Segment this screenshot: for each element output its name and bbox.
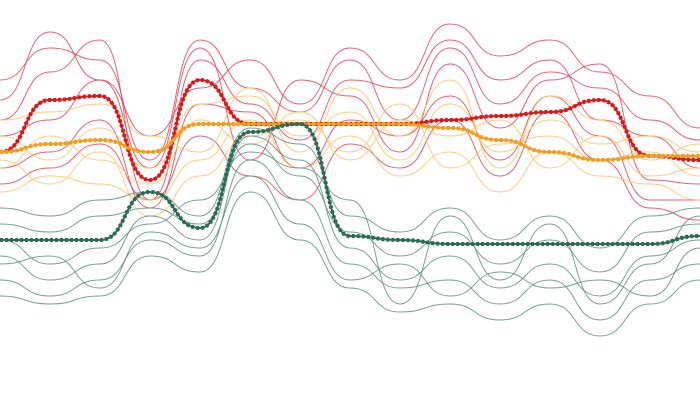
thin-lines-layer xyxy=(0,23,700,337)
orange-series-line-5 xyxy=(0,103,700,217)
orange-series-line-4 xyxy=(0,119,700,201)
red-highlight-dashes xyxy=(0,77,700,183)
green-series-line-3 xyxy=(0,159,700,321)
green-series-line-4 xyxy=(0,127,700,249)
green-series-line-5 xyxy=(0,175,700,297)
orange-series-line-1 xyxy=(0,95,700,169)
orange-highlight-dashes xyxy=(0,122,700,163)
green-series-line-7 xyxy=(0,191,700,337)
red-series-line-1 xyxy=(0,39,700,161)
green-series-line-1 xyxy=(0,135,700,297)
red-series-line-5 xyxy=(0,23,700,137)
green-series-line-2 xyxy=(0,143,700,273)
red-series-line-3 xyxy=(0,47,700,185)
orange-series-line-2 xyxy=(0,111,700,185)
red-series-line-2 xyxy=(0,39,700,201)
green-highlight-dashes xyxy=(0,121,700,246)
green-series-line-6 xyxy=(0,151,700,305)
highlight-lines-layer xyxy=(0,77,700,246)
